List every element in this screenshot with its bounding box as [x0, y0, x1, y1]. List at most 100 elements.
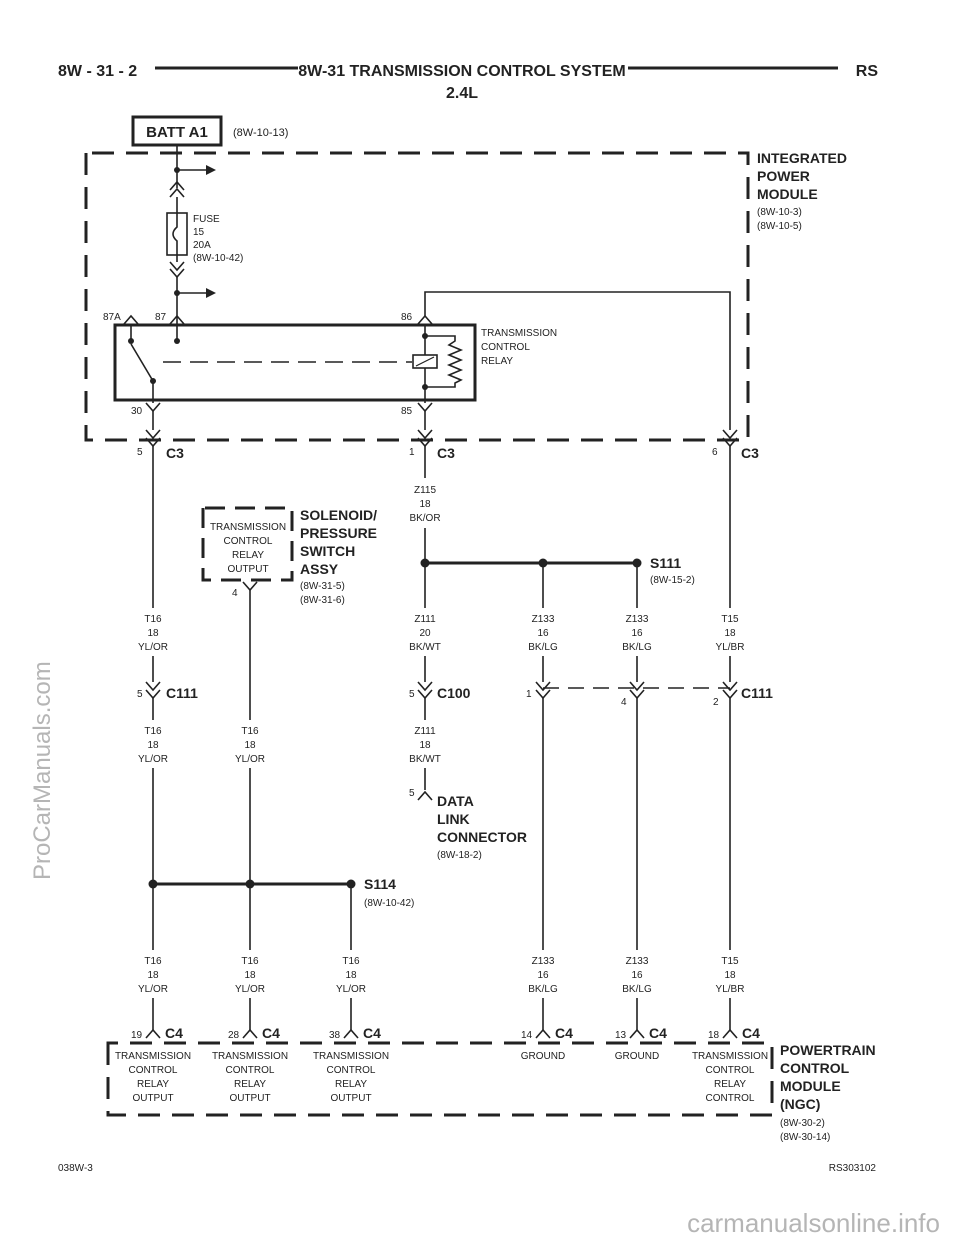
connector-c111-left: 5 C111: [137, 681, 198, 701]
svg-text:MODULE: MODULE: [780, 1078, 841, 1094]
data-link-connector: 5 DATA LINK CONNECTOR (8W-18-2): [409, 788, 527, 861]
svg-text:RELAY: RELAY: [714, 1079, 746, 1090]
pcm-boundary: [106, 1041, 774, 1117]
fuse-output: [169, 255, 216, 310]
wire-z133-label: Z133 16 BK/LG: [528, 956, 558, 995]
svg-text:T16: T16: [241, 726, 259, 737]
svg-text:YL/OR: YL/OR: [235, 984, 265, 995]
svg-text:DATA: DATA: [437, 793, 474, 809]
svg-text:(NGC): (NGC): [780, 1096, 820, 1112]
wire-z111-label: Z111 20 BK/WT: [409, 614, 441, 653]
svg-text:16: 16: [537, 628, 549, 639]
svg-text:CONTROL: CONTROL: [129, 1065, 178, 1076]
svg-text:14: 14: [521, 1030, 533, 1041]
svg-text:1: 1: [409, 447, 415, 458]
fuse-15: [166, 212, 188, 256]
svg-text:YL/OR: YL/OR: [138, 984, 168, 995]
fuse-label: FUSE 15 20A (8W-10-42): [193, 214, 243, 264]
svg-text:(8W-31-5): (8W-31-5): [300, 581, 345, 592]
svg-text:TRANSMISSION: TRANSMISSION: [212, 1051, 288, 1062]
ipm-boundary: [84, 151, 750, 442]
svg-text:RELAY: RELAY: [137, 1079, 169, 1090]
connector-c100: 5 C100: [409, 681, 471, 701]
resistor-icon: [425, 335, 464, 388]
svg-text:T16: T16: [241, 956, 259, 967]
connector-c4: 19 C4 28 C4 38 C4 14 C4 13 C4 18 C4: [131, 1025, 760, 1041]
svg-text:C3: C3: [437, 445, 455, 461]
svg-text:Z133: Z133: [626, 614, 649, 625]
splice-s114: S114 (8W-10-42): [148, 876, 414, 909]
wire-z111-label: Z111 18 BK/WT: [409, 726, 441, 765]
footer-left: 038W-3: [58, 1163, 93, 1174]
ipm-title: INTEGRATED POWER MODULE (8W-10-3) (8W-10…: [757, 150, 847, 232]
svg-text:Z133: Z133: [532, 956, 555, 967]
svg-text:T16: T16: [144, 614, 162, 625]
svg-text:TRANSMISSION: TRANSMISSION: [313, 1051, 389, 1062]
svg-text:C3: C3: [166, 445, 184, 461]
splice-s111: S111 (8W-15-2): [420, 555, 695, 586]
arrow-right-icon: [206, 165, 216, 175]
svg-text:13: 13: [615, 1030, 627, 1041]
svg-text:C4: C4: [742, 1025, 760, 1041]
svg-text:2: 2: [713, 697, 719, 708]
svg-text:RELAY: RELAY: [232, 550, 264, 561]
wire-z133-label: Z133 16 BK/LG: [622, 614, 652, 653]
svg-text:S111: S111: [650, 555, 681, 571]
svg-text:C4: C4: [649, 1025, 667, 1041]
svg-text:MODULE: MODULE: [757, 186, 818, 202]
svg-text:T15: T15: [721, 614, 739, 625]
svg-text:5: 5: [137, 689, 143, 700]
svg-text:T16: T16: [342, 956, 360, 967]
svg-text:Z133: Z133: [532, 614, 555, 625]
svg-text:YL/BR: YL/BR: [716, 642, 745, 653]
model-code: RS: [856, 63, 879, 80]
page-code: 8W - 31 - 2: [58, 63, 137, 80]
svg-text:(8W-10-42): (8W-10-42): [193, 253, 243, 264]
svg-text:18: 18: [147, 628, 159, 639]
svg-text:BK/OR: BK/OR: [409, 513, 440, 524]
svg-text:INTEGRATED: INTEGRATED: [757, 150, 847, 166]
svg-text:19: 19: [131, 1030, 143, 1041]
svg-text:C111: C111: [741, 685, 773, 701]
svg-text:TRANSMISSION: TRANSMISSION: [115, 1051, 191, 1062]
svg-text:POWER: POWER: [757, 168, 810, 184]
svg-text:T16: T16: [144, 956, 162, 967]
svg-text:Z111: Z111: [414, 726, 436, 737]
wire-t16-label: T16 18 YL/OR: [336, 956, 366, 995]
svg-text:16: 16: [631, 628, 643, 639]
svg-text:RELAY: RELAY: [335, 1079, 367, 1090]
wire-z133-label: Z133 16 BK/LG: [528, 614, 558, 653]
footer-right: RS303102: [829, 1163, 877, 1174]
battery-feed: [169, 145, 216, 213]
wire-t16-label: T16 18 YL/OR: [235, 726, 265, 765]
svg-text:18: 18: [724, 628, 736, 639]
svg-text:TRANSMISSION: TRANSMISSION: [210, 522, 286, 533]
svg-text:C111: C111: [166, 685, 198, 701]
bottom-watermark: carmanualsonline.info: [687, 1208, 940, 1238]
svg-text:(8W-10-42): (8W-10-42): [364, 898, 414, 909]
svg-text:LINK: LINK: [437, 811, 470, 827]
svg-text:5: 5: [409, 689, 415, 700]
svg-text:CONTROL: CONTROL: [706, 1093, 755, 1104]
svg-text:18: 18: [724, 970, 736, 981]
svg-text:GROUND: GROUND: [521, 1051, 565, 1062]
svg-text:87: 87: [155, 312, 167, 323]
svg-text:POWERTRAIN: POWERTRAIN: [780, 1042, 876, 1058]
svg-text:OUTPUT: OUTPUT: [227, 564, 268, 575]
batt-ref: (8W-10-13): [233, 127, 288, 139]
svg-text:16: 16: [537, 970, 549, 981]
page-subtitle: 2.4L: [446, 85, 478, 102]
svg-text:18: 18: [708, 1030, 720, 1041]
svg-text:30: 30: [131, 406, 143, 417]
svg-text:YL/OR: YL/OR: [138, 642, 168, 653]
svg-text:Z115: Z115: [414, 485, 436, 496]
svg-text:SWITCH: SWITCH: [300, 543, 355, 559]
svg-text:16: 16: [631, 970, 643, 981]
svg-text:(8W-15-2): (8W-15-2): [650, 575, 695, 586]
svg-text:T15: T15: [721, 956, 739, 967]
svg-text:(8W-31-6): (8W-31-6): [300, 595, 345, 606]
svg-text:(8W-30-2): (8W-30-2): [780, 1118, 825, 1129]
svg-text:(8W-30-14): (8W-30-14): [780, 1132, 830, 1143]
svg-text:C4: C4: [262, 1025, 280, 1041]
